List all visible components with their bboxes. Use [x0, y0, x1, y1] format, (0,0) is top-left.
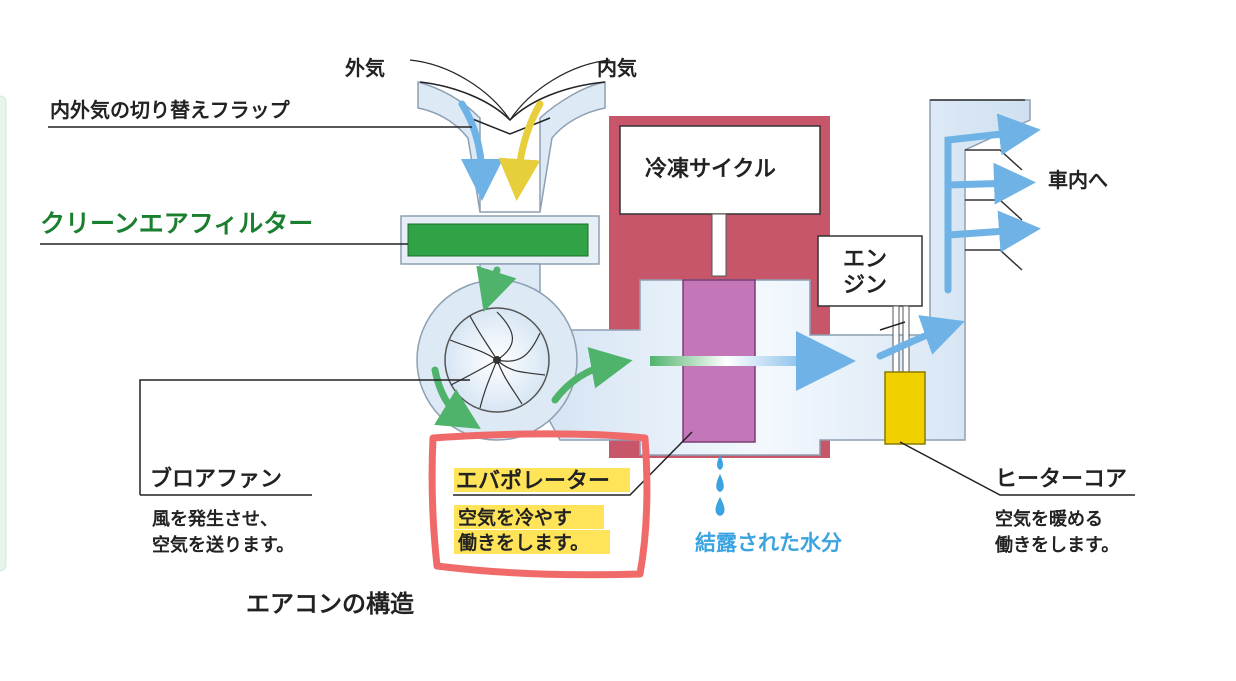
heater-desc-1: 空気を暖める — [995, 508, 1103, 530]
engine-box — [817, 235, 923, 377]
label-engine-1: エン — [843, 247, 887, 272]
heater-desc-2: 働きをします。 — [994, 534, 1119, 556]
diagram-title: エアコンの構造 — [246, 590, 414, 618]
label-evaporator: エバポレーター — [456, 468, 610, 494]
refrigeration-cycle-box — [619, 125, 821, 215]
blower-fan — [416, 279, 578, 441]
evaporator-highlight — [454, 468, 630, 492]
left-edge-panel — [0, 95, 7, 572]
evaporator-desc-highlight-1 — [454, 505, 604, 529]
label-inside-air: 内気 — [597, 56, 637, 80]
label-flap: 内外気の切り替えフラップ — [50, 98, 291, 122]
water-droplets — [715, 455, 725, 516]
clean-air-filter — [407, 223, 589, 257]
label-engine-2: ジン — [843, 273, 887, 298]
heater-core-block — [884, 371, 926, 445]
evap-desc-1: 空気を冷やす — [458, 506, 572, 529]
label-filter: クリーンエアフィルター — [40, 209, 313, 238]
label-to-cabin: 車内へ — [1048, 168, 1108, 192]
label-blower-fan: ブロアファン — [150, 466, 282, 492]
blower-desc-1: 風を発生させ、 — [152, 508, 278, 530]
label-outside-air: 外気 — [345, 56, 385, 80]
evaporator-desc-highlight-2 — [454, 530, 610, 554]
blower-desc-2: 空気を送ります。 — [152, 534, 294, 556]
airflow-arrows — [431, 100, 1041, 430]
filter-housing — [400, 215, 600, 265]
label-heater-core: ヒーターコア — [995, 467, 1127, 492]
intake-duct — [409, 59, 611, 213]
label-condensation: 結露された水分 — [695, 531, 842, 555]
leader-lines — [40, 126, 1135, 496]
annotation-box — [428, 430, 651, 579]
label-refrigeration-cycle: 冷凍サイクル — [645, 156, 776, 182]
evap-desc-2: 働きをします。 — [457, 531, 589, 554]
